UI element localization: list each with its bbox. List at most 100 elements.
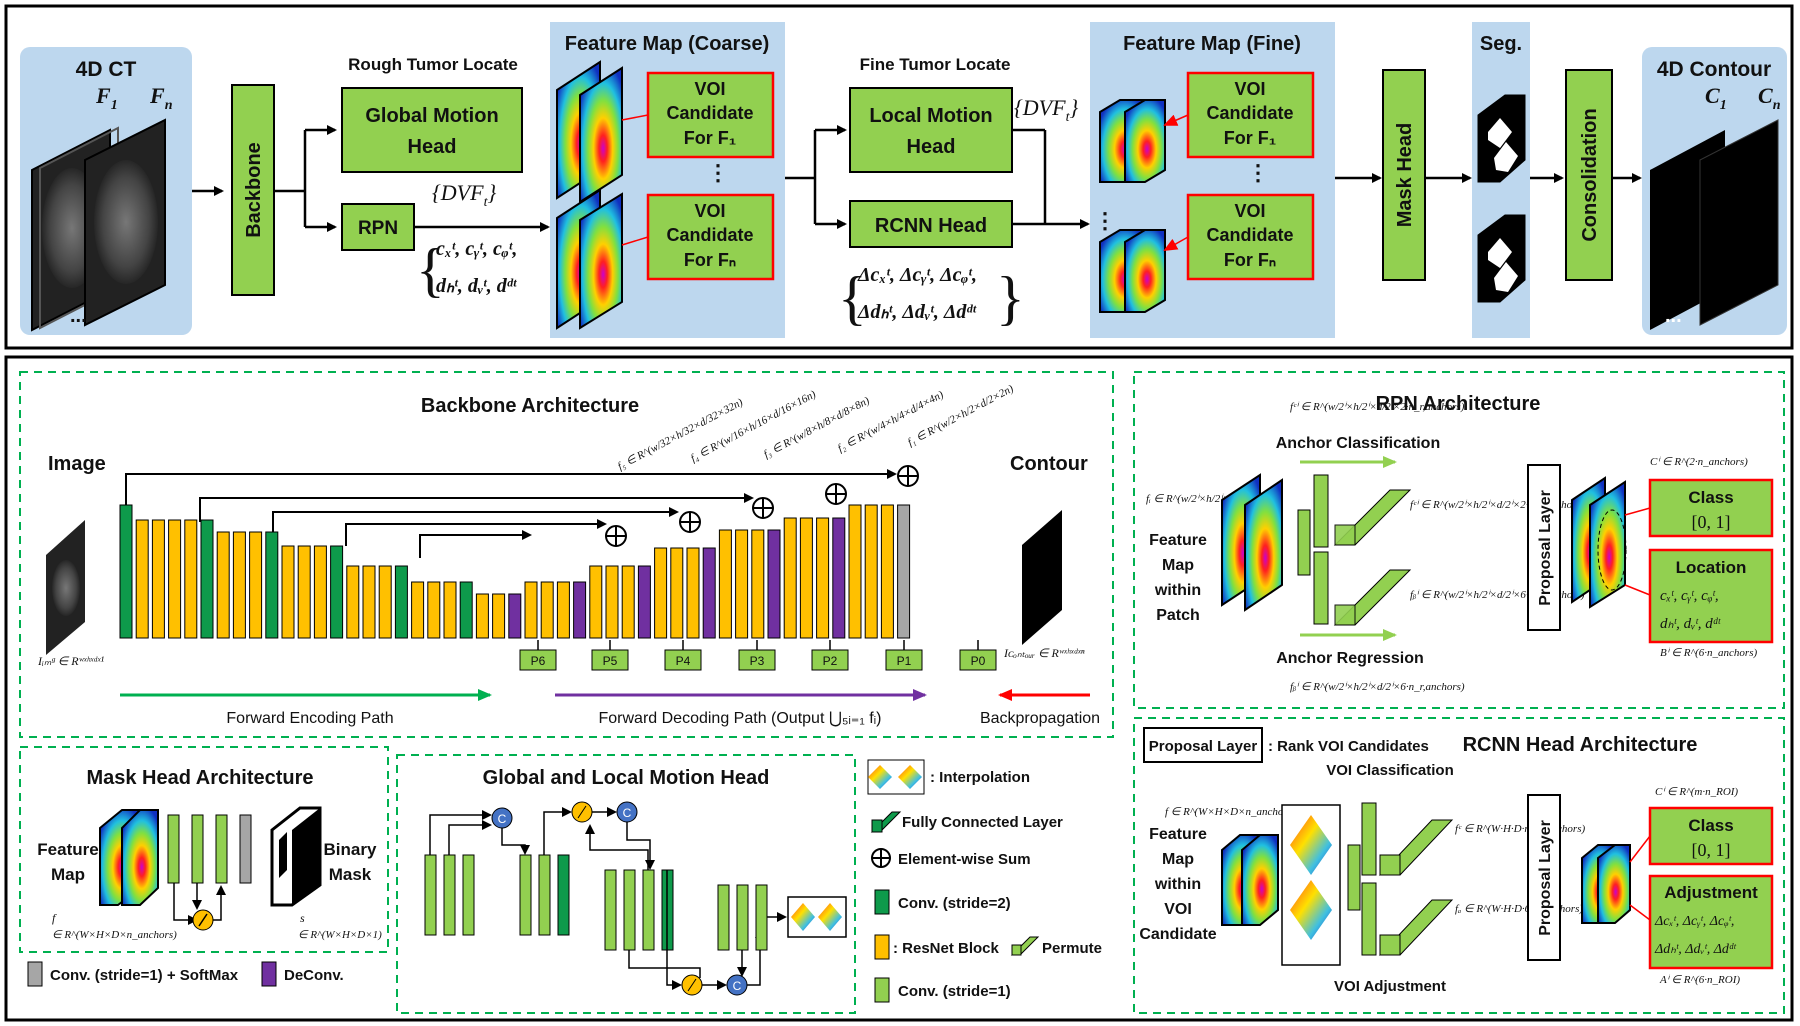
concat-1: C <box>498 812 507 826</box>
contour-c1-label: C1 <box>1705 83 1727 113</box>
backbone-layer <box>232 531 246 639</box>
backbone-layer <box>637 565 651 639</box>
bb-img-math: Iᵢₘᵍ ∈ Rʷˣʰˣᵈˣ¹ <box>37 654 105 668</box>
concat-3: C <box>733 979 742 993</box>
contour-cn-label: Cn <box>1758 83 1781 113</box>
sum-nodes <box>605 465 919 547</box>
rcnn-adjust-box <box>1648 874 1774 970</box>
local-motion-head <box>849 87 1013 173</box>
backbone-layer <box>492 593 506 639</box>
consolidation-block <box>1565 69 1613 281</box>
local-motion-line2: Head <box>907 136 956 158</box>
backbone-layer <box>735 529 749 639</box>
mask-feature-2: Map <box>51 865 85 884</box>
rcnn-ai-label: Aⁱ ∈ R^(6·n_ROI) <box>1659 974 1740 986</box>
rpn-fb-bottom-label: fᵦⁱ ∈ R^(w/2ⁱ×h/2ⁱ×d/2ⁱ×6·n_r,anchors) <box>1290 681 1465 693</box>
voi-candidate-f1-coarse <box>646 71 775 159</box>
rpn-block <box>341 203 415 251</box>
backbone-layer <box>184 519 198 639</box>
rcnn-fm-5: Candidate <box>1139 926 1216 943</box>
rpn-loc-line1: cₓᵗ, cᵧᵗ, cᵩᵗ, <box>1660 588 1719 604</box>
backbone-layer <box>281 545 295 639</box>
global-motion-line1: Global Motion <box>365 105 498 127</box>
pyramid-label: P0 <box>971 654 986 668</box>
pyramid-label: P4 <box>676 654 691 668</box>
legend-deconv: DeConv. <box>284 967 344 984</box>
pyramid-box <box>664 649 702 671</box>
pyramid-label: P5 <box>603 654 618 668</box>
rpn-fm-3: within <box>1154 582 1201 599</box>
backprop-label: Backpropagation <box>980 710 1100 727</box>
rcnn-voi-adj: VOI Adjustment <box>1334 978 1446 995</box>
backbone-layer <box>362 565 376 639</box>
legend-resnet: : ResNet Block <box>893 940 1000 957</box>
backbone-layer <box>443 581 457 639</box>
rpn-fm-4: Patch <box>1156 607 1200 624</box>
binary-mask-2: Mask <box>329 865 372 884</box>
mask-feature-cube <box>99 809 159 906</box>
rcnn-class-title: Class <box>1688 816 1733 835</box>
backbone-block <box>231 84 275 296</box>
rpn-bi-label: Bⁱ ∈ R^(6·n_anchors) <box>1660 647 1757 659</box>
rpn-fc-top-label: fᶜⁱ ∈ R^(w/2ⁱ×h/2ⁱ×d/2ⁱ×2·n_r,anchors) <box>1290 401 1465 413</box>
backbone-layer <box>265 531 279 639</box>
consolidation-label: Consolidation <box>1579 108 1601 241</box>
bb-image-label: Image <box>48 453 106 475</box>
voi-fn-line1: VOI <box>694 201 725 221</box>
rpn-fm-2: Map <box>1162 557 1194 574</box>
voi-candidate-fn-coarse <box>646 193 775 281</box>
backbone-arch-panel <box>19 371 1114 738</box>
backbone-layer <box>297 545 311 639</box>
coarse-feature-title: Feature Map (Coarse) <box>565 33 770 55</box>
rpn-arch-panel <box>1133 371 1785 709</box>
voi-fn-line3: For Fₙ <box>684 250 736 270</box>
backbone-layer <box>524 581 538 639</box>
backbone-layer <box>573 581 587 639</box>
mask-head-block <box>1382 69 1426 281</box>
motion-arch-title: Global and Local Motion Head <box>483 767 770 789</box>
rcnn-class-range: [0, 1] <box>1692 840 1731 860</box>
backbone-layer <box>718 529 732 639</box>
ct-stack-n <box>84 118 166 327</box>
backbone-layer <box>832 517 846 639</box>
backbone-layer <box>556 581 570 639</box>
seg-title: Seg. <box>1480 33 1522 55</box>
backbone-layer <box>508 593 522 639</box>
rpn-anchor-reg: Anchor Regression <box>1276 650 1424 667</box>
rpn-brace-open: { <box>416 237 445 303</box>
voi-f1-line3: For F₁ <box>684 128 736 148</box>
rpn-ci-label: Cⁱ ∈ R^(2·n_anchors) <box>1650 456 1748 468</box>
rcnn-adjust-title: Adjustment <box>1664 883 1758 902</box>
voi-fine-fn-line2: Candidate <box>1206 225 1293 245</box>
dvf-label-2: {DVFt} <box>1014 95 1078 125</box>
binary-mask-1: Binary <box>324 840 377 859</box>
coarse-feature-cube-2 <box>556 188 623 330</box>
rcnn-proposal-layer <box>1527 794 1561 961</box>
pyramid-box <box>519 649 557 671</box>
voi-fine-f1-line3: For F₁ <box>1224 128 1276 148</box>
global-motion-head <box>341 87 523 173</box>
bb-contour-math: Iᴄₒₙₜₒᵤᵣ ∈ Rʷˣʰˣᵈˣⁿ <box>1003 646 1085 660</box>
mask-s-label: s <box>300 911 305 925</box>
seg-mask-2 <box>1477 214 1526 303</box>
rcnn-proposal-label: Proposal Layer <box>1537 820 1554 936</box>
skip-connections <box>125 469 897 558</box>
pyramid-box <box>885 649 923 671</box>
rcnn-adj-line1: Δcₓᵗ, Δcᵧᵗ, Δcᵩᵗ, <box>1654 914 1734 929</box>
rcnn-head-block <box>849 200 1013 248</box>
backbone-layer <box>394 565 408 639</box>
rcnn-fc-label: fᶜ ∈ R^(W·H·D·m·n_anchors) <box>1455 823 1585 835</box>
rcnn-arch-title: RCNN Head Architecture <box>1463 734 1698 756</box>
legend-permute: Permute <box>1042 940 1102 957</box>
backbone-layer <box>216 531 230 639</box>
fine-vdots: ⋮ <box>1094 208 1116 233</box>
voi-f1-line2: Candidate <box>666 103 753 123</box>
voi-candidate-fn-fine <box>1186 193 1315 281</box>
legend-interp: : Interpolation <box>930 769 1030 786</box>
rcnn-adj-line2: Δdₕᵗ, Δdᵥᵗ, Δdᵈᵗ <box>1654 942 1737 957</box>
rcnn-brace-close: } <box>996 265 1025 331</box>
rpn-proposal-layer <box>1527 464 1561 631</box>
coarse-feature-cube-1 <box>556 60 623 204</box>
legend-conv1: Conv. (stride=1) <box>898 983 1011 1000</box>
fine-locate-label: Fine Tumor Locate <box>860 55 1011 74</box>
